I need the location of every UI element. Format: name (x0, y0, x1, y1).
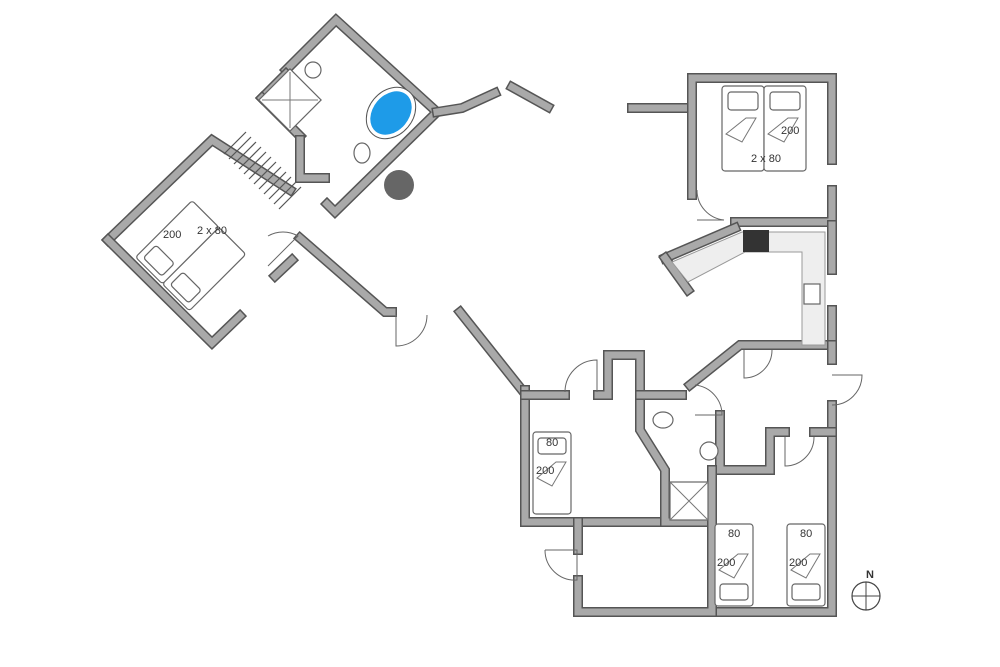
wall-segment (455, 307, 527, 395)
bed-length-label: 200 (536, 465, 554, 477)
bed-width-label: 80 (546, 437, 558, 449)
wall-segment (660, 223, 740, 263)
stair-step (273, 181, 297, 205)
wall-segment (103, 235, 245, 348)
fireplace (384, 170, 414, 200)
stair-step (253, 161, 277, 185)
wall-segment (708, 341, 836, 616)
bed-lower-left: 80 200 (532, 431, 572, 515)
bed-lower-right-b: 80 200 (786, 523, 826, 607)
shower-lower (669, 481, 709, 521)
stairs (223, 131, 302, 210)
bed-width-label: 80 (728, 528, 740, 540)
wall-segment (295, 233, 396, 316)
wall-segment (685, 306, 836, 390)
stove (743, 230, 769, 252)
bathtub-water (370, 91, 412, 135)
wall-segment (296, 136, 329, 182)
wall-segment (660, 253, 693, 295)
wall-segment (295, 135, 330, 183)
bed-length-label: 200 (163, 229, 181, 241)
stair-step (278, 186, 302, 210)
bed-lower-right-a: 80 200 (714, 523, 754, 607)
kitchen-sink (803, 283, 821, 305)
wall-segment (521, 386, 669, 526)
compass: N (851, 569, 881, 612)
wall-segment (270, 255, 297, 281)
sink (304, 61, 322, 79)
bed-length-label: 200 (781, 125, 799, 137)
bed-length-label: 200 (717, 557, 735, 569)
stair-step (258, 166, 282, 190)
doors (267, 189, 863, 581)
wall-segment (574, 466, 716, 616)
shower (258, 68, 322, 132)
wall-segment (715, 410, 790, 475)
stair-step (228, 136, 252, 160)
toilet-lower (652, 411, 674, 429)
bed-width-label: 80 (800, 528, 812, 540)
toilet (353, 142, 371, 164)
compass-north-label: N (866, 569, 874, 581)
kitchen-counter (671, 231, 826, 346)
bed-width-label: 2 x 80 (751, 153, 781, 165)
stair-step (248, 156, 272, 180)
bed-left (136, 201, 246, 311)
stair-step (233, 141, 257, 165)
bed-length-label: 200 (789, 557, 807, 569)
stair-step (223, 131, 247, 155)
wall-segment (716, 411, 789, 474)
bed-top-right: 200 2 x 80 (721, 85, 807, 172)
stair-step (263, 171, 287, 195)
wall-segment (730, 185, 837, 227)
wall-segment (688, 74, 836, 199)
walls (100, 13, 837, 617)
bed-width-label: 2 x 80 (197, 225, 227, 237)
stair-step (238, 146, 262, 170)
wall-segment (507, 82, 553, 112)
stair-step (268, 176, 292, 200)
sink-lower (699, 441, 719, 461)
wall-segment (432, 88, 500, 117)
stair-step (243, 151, 267, 175)
